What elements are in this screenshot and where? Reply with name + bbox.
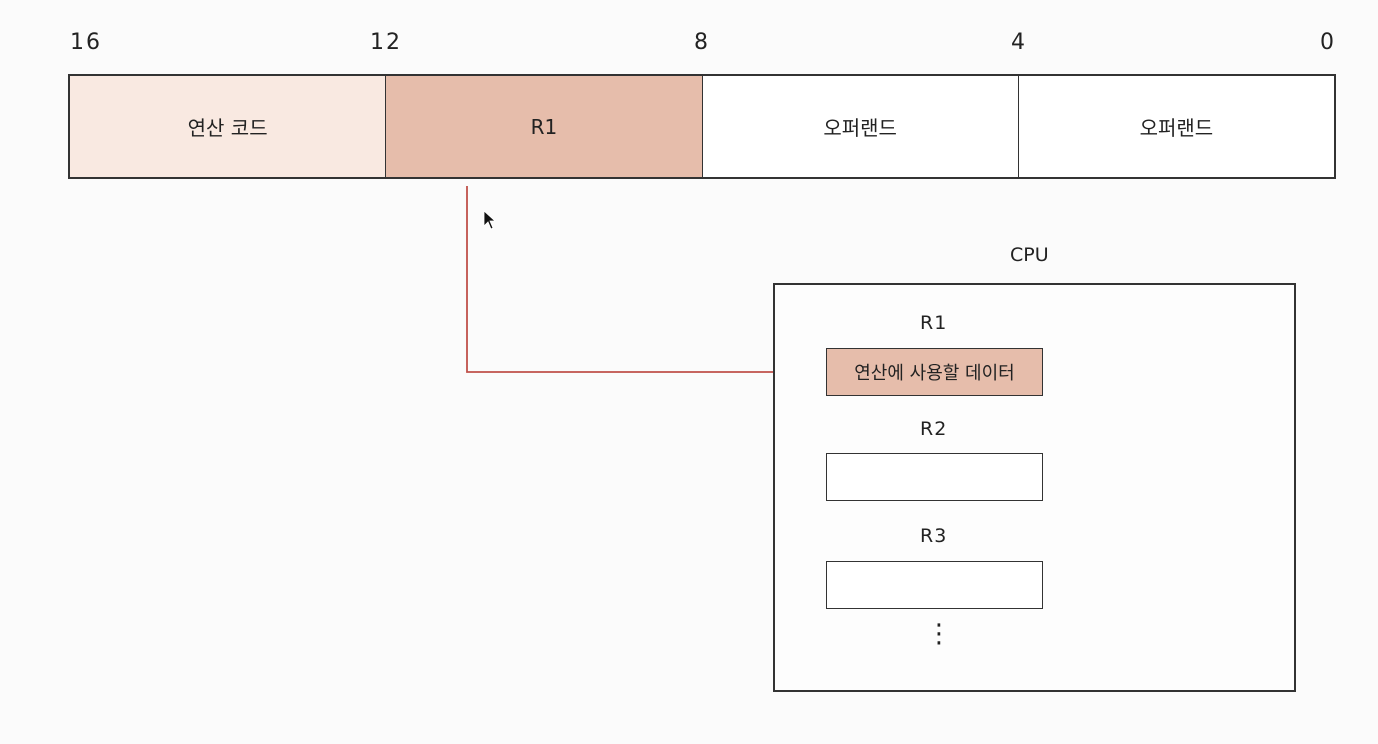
operand-field-1: 오퍼랜드 [702, 76, 1019, 177]
register-r2-label: R2 [920, 418, 948, 440]
register-r3-box [826, 561, 1043, 609]
register-r1-label: R1 [920, 312, 948, 334]
bit-8-label: 8 [694, 30, 710, 55]
bit-4-label: 4 [1011, 30, 1027, 55]
register-r1-box: 연산에 사용할 데이터 [826, 348, 1043, 396]
register-field: R1 [386, 76, 703, 177]
operand-label-2: 오퍼랜드 [1139, 116, 1214, 140]
operand-label-1: 오퍼랜드 [823, 116, 897, 140]
more-registers-ellipsis: ⋮ [926, 619, 952, 649]
cpu-label: CPU [1010, 244, 1049, 266]
instruction-format: 연산 코드 R1 오퍼랜드 오퍼랜드 [68, 74, 1336, 179]
register-r3-label: R3 [920, 525, 948, 547]
register-label: R1 [530, 114, 558, 139]
register-r2-box [826, 453, 1043, 501]
register-r1-content: 연산에 사용할 데이터 [854, 363, 1015, 384]
bit-12-label: 12 [370, 30, 402, 55]
bit-16-label: 16 [70, 30, 102, 55]
bit-0-label: 0 [1320, 30, 1336, 55]
mouse-pointer-icon [483, 210, 497, 230]
operand-field-2: 오퍼랜드 [1018, 76, 1334, 177]
opcode-field: 연산 코드 [70, 76, 387, 177]
opcode-label: 연산 코드 [187, 116, 268, 140]
